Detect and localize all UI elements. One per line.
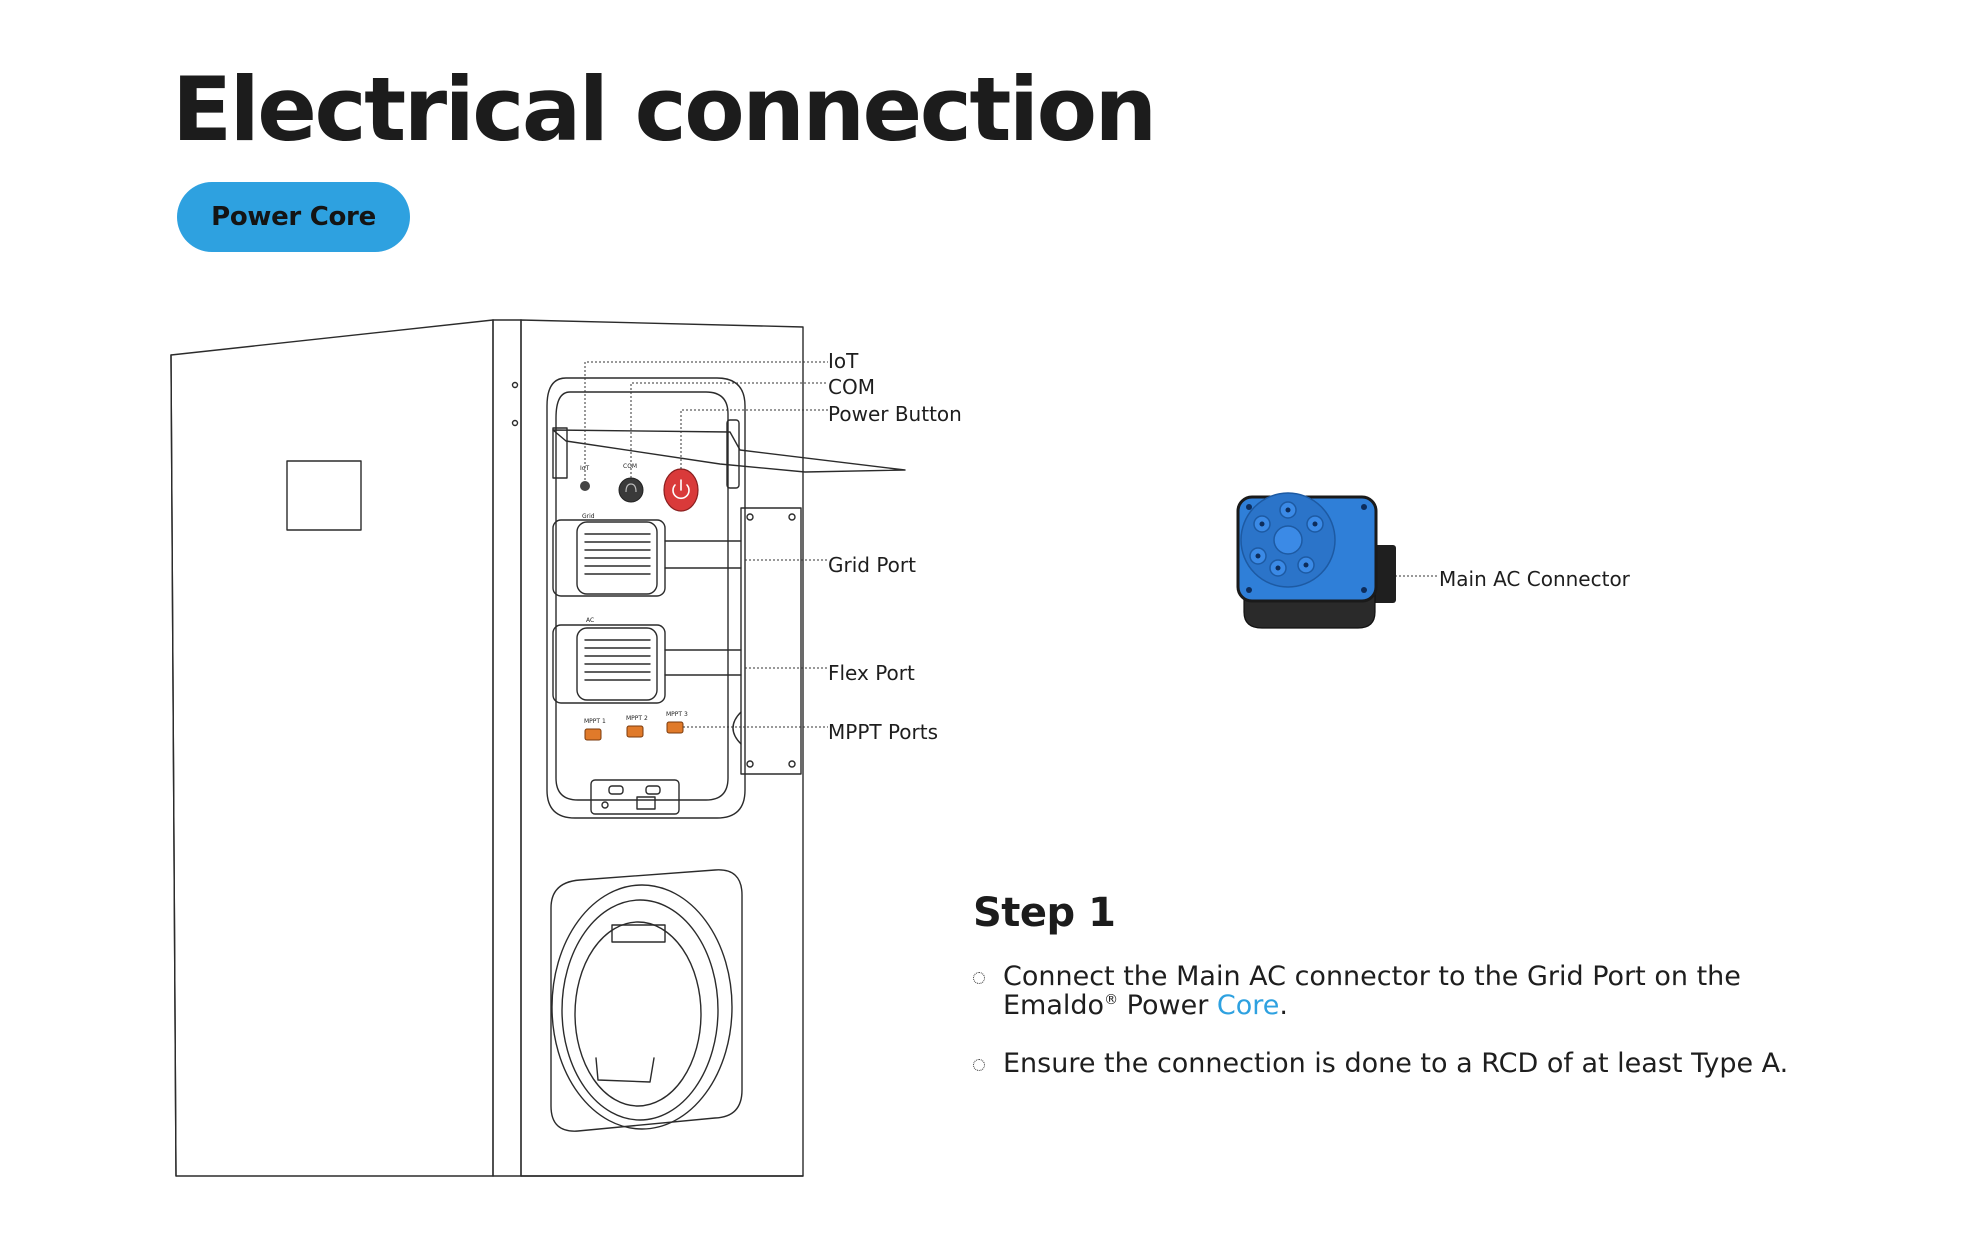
power-core-badge: Power Core <box>177 182 410 252</box>
callout-grid-port: Grid Port <box>828 553 916 577</box>
iot-indicator <box>580 481 590 491</box>
panel-label-mppt3: MPPT 3 <box>666 711 688 718</box>
dotted-circle-bullet-icon <box>973 972 985 984</box>
callout-iot: IoT <box>828 349 859 373</box>
flex-connector <box>552 624 666 704</box>
cabinet-front-panel <box>520 319 804 1177</box>
callout-com: COM <box>828 375 875 399</box>
leader-com <box>630 382 828 478</box>
power-symbol-icon <box>672 479 690 500</box>
cable-gland <box>590 779 680 815</box>
step-text-1: Connect the Main AC connector to the Gri… <box>1003 961 1741 1021</box>
step-text-1b: Power <box>1118 990 1217 1021</box>
step-title: Step 1 <box>973 890 1116 936</box>
panel-label-iot: IoT <box>580 465 589 472</box>
port-compartment <box>546 377 746 819</box>
panel-label-com: COM <box>623 463 637 470</box>
panel-label-ac: AC <box>586 617 594 624</box>
mounting-plate <box>740 507 802 775</box>
list-item: Ensure the connection is done to a RCD o… <box>973 1049 1853 1078</box>
panel-label-mppt1: MPPT 1 <box>584 718 606 725</box>
com-port <box>618 477 644 503</box>
registered-mark: ® <box>1104 992 1119 1008</box>
callout-power-button: Power Button <box>828 402 962 426</box>
step-text-1c: . <box>1279 990 1288 1021</box>
main-ac-connector-image <box>1236 492 1396 629</box>
side-window <box>286 460 362 531</box>
panel-label-mppt2: MPPT 2 <box>626 715 648 722</box>
grid-connector <box>552 519 666 597</box>
list-item: Connect the Main AC connector to the Gri… <box>973 962 1853 1020</box>
callout-main-ac-connector: Main AC Connector <box>1439 567 1631 591</box>
step-instructions: Connect the Main AC connector to the Gri… <box>973 962 1853 1107</box>
cover-flap <box>552 429 906 473</box>
callout-mppt-ports: MPPT Ports <box>828 720 938 744</box>
dotted-circle-bullet-icon <box>973 1059 985 1071</box>
leader-iot <box>584 361 828 480</box>
leader-power-button <box>680 409 828 469</box>
ev-socket-recess <box>550 869 743 1132</box>
step-text-2: Ensure the connection is done to a RCD o… <box>1003 1048 1789 1079</box>
mppt-port-2 <box>626 725 644 738</box>
core-highlight: Core <box>1216 990 1280 1021</box>
page-title: Electrical connection <box>172 58 1157 161</box>
panel-label-grid: Grid <box>582 513 595 520</box>
callout-flex-port: Flex Port <box>828 661 915 685</box>
cabinet-side-panel <box>170 319 494 1177</box>
mppt-port-1 <box>584 728 602 741</box>
mppt-port-3 <box>666 721 684 734</box>
